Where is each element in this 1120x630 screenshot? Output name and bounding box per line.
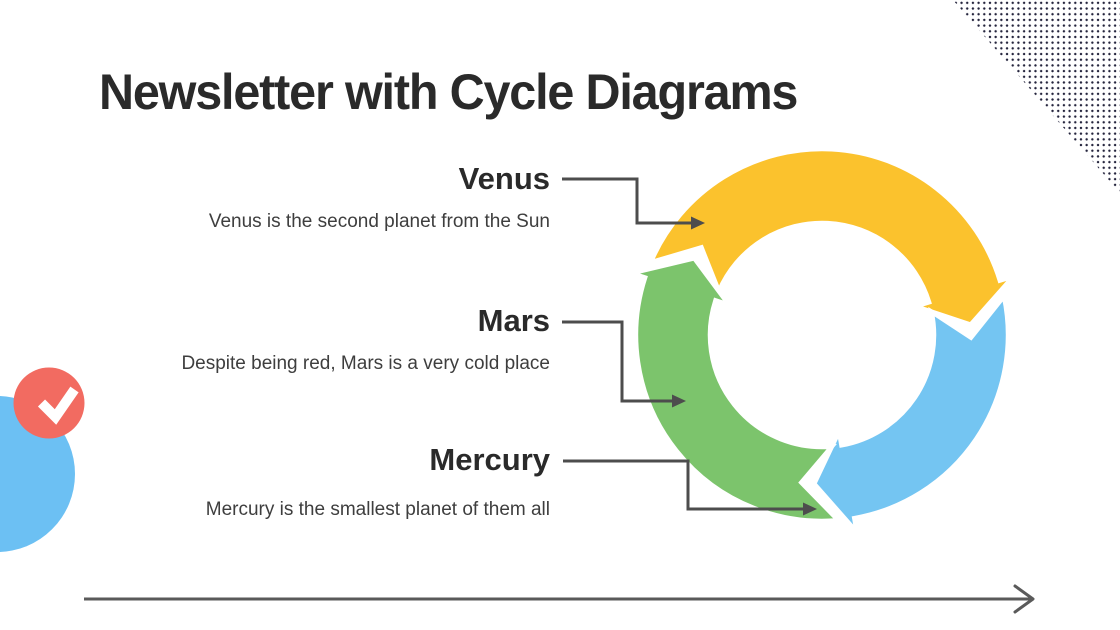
mars-arrow-segment (623, 255, 844, 524)
venus-arrow-segment (646, 146, 1021, 328)
mars-connector-line (562, 320, 672, 403)
check-badge (13, 367, 85, 439)
timeline-arrowhead-icon (1013, 584, 1035, 614)
mercury-arrow-segment (811, 291, 1011, 540)
venus-connector-line (562, 177, 691, 225)
mars-connector-arrowhead-icon (672, 394, 686, 408)
mars-description: Despite being red, Mars is a very cold p… (181, 353, 550, 374)
venus-description: Venus is the second planet from the Sun (208, 211, 550, 232)
mars-label: Mars (477, 303, 550, 338)
venus-label: Venus (458, 161, 550, 196)
check-icon (37, 386, 79, 425)
venus-connector-arrowhead-icon (691, 216, 705, 230)
mercury-connector-arrowhead-icon (803, 502, 817, 516)
slide-title: Newsletter with Cycle Diagrams (99, 64, 798, 120)
mercury-description: Mercury is the smallest planet of them a… (205, 499, 550, 520)
mercury-label: Mercury (429, 442, 550, 477)
mercury-connector-line (563, 459, 803, 511)
